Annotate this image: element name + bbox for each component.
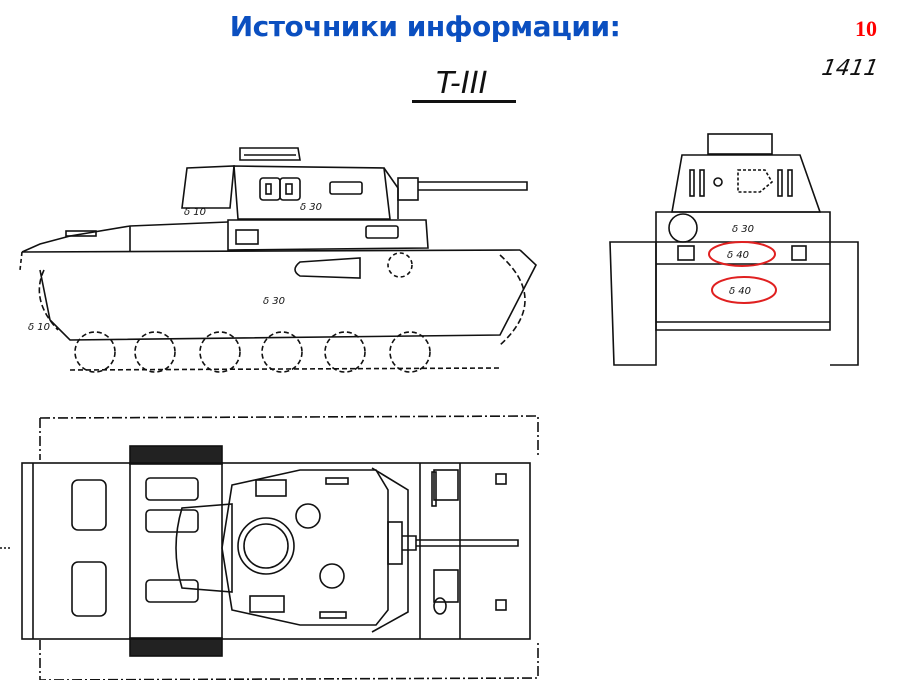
label-front-middle: δ 40	[727, 250, 749, 261]
highlight-ellipse-lower-plate	[711, 276, 777, 304]
slide-title: Источники информации:	[229, 10, 621, 43]
highlight-ellipse-middle-plate	[708, 241, 776, 267]
label-rear-lower: δ 10	[28, 322, 50, 333]
drawing-title-underline	[412, 100, 516, 103]
label-hull-side: δ 30	[263, 296, 285, 307]
label-turret-side: δ 30	[300, 202, 322, 213]
label-turret-rear: δ 10	[184, 207, 206, 218]
side-view	[19, 147, 537, 373]
label-front-upper: δ 30	[732, 224, 754, 235]
top-view	[0, 415, 539, 680]
label-front-lower: δ 40	[729, 286, 751, 297]
front-view	[609, 133, 859, 366]
drawing-title: T-III	[436, 66, 488, 101]
slide-number: 10	[855, 16, 877, 41]
front-armor-highlights	[708, 241, 777, 304]
